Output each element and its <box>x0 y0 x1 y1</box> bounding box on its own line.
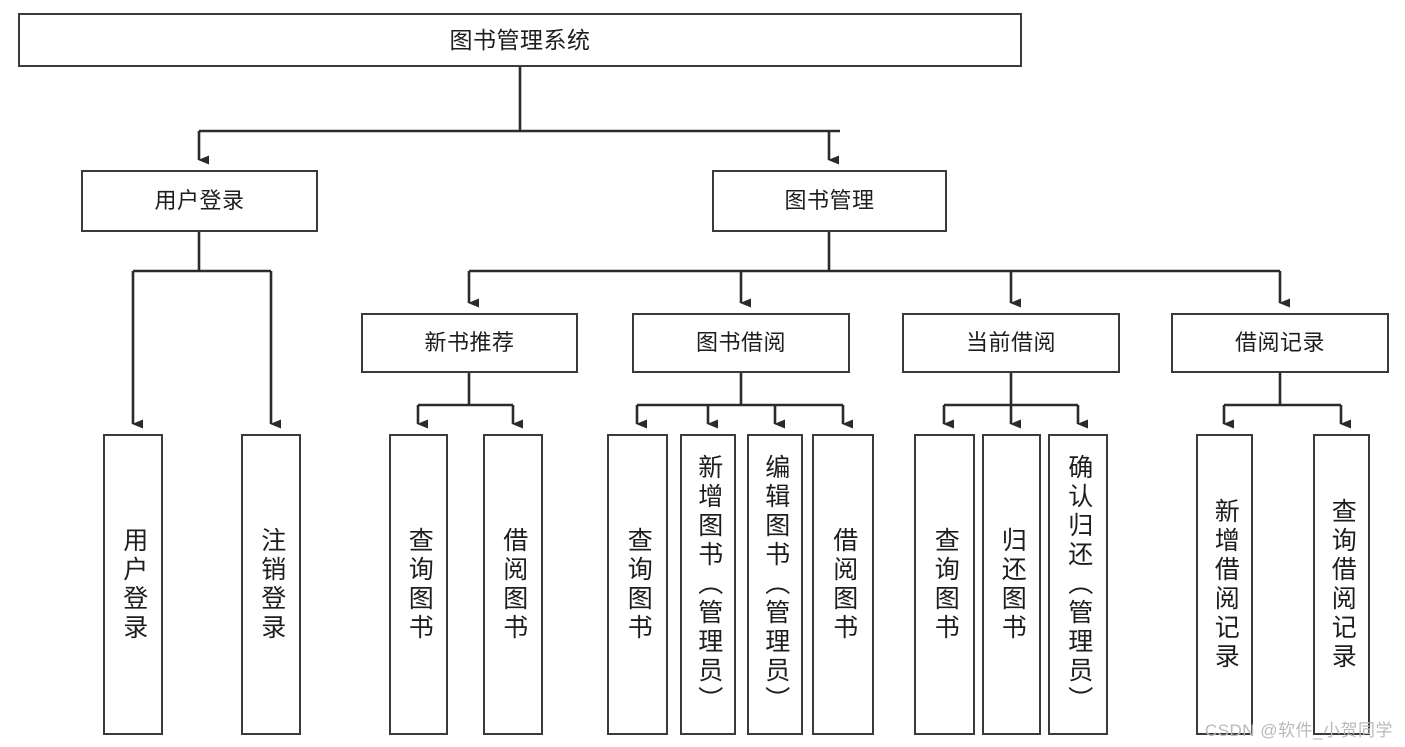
node-leaf-query-book-borrow-label: 查询图书 <box>624 526 653 643</box>
node-leaf-return-book[interactable]: 归还图书 <box>982 434 1041 735</box>
csdn-watermark: CSDN @软件_小贺同学 <box>1204 721 1393 740</box>
node-leaf-query-book-recommend-label: 查询图书 <box>405 526 434 643</box>
node-new-book-recommend[interactable]: 新书推荐 <box>361 313 578 373</box>
node-leaf-user-logout-label: 注销登录 <box>257 526 286 643</box>
node-borrow-record[interactable]: 借阅记录 <box>1171 313 1389 373</box>
node-borrow-record-label: 借阅记录 <box>1234 330 1325 356</box>
node-current-borrow-label: 当前借阅 <box>965 330 1056 356</box>
node-leaf-confirm-return-label: 确认归还（管理员） <box>1064 454 1093 715</box>
node-book-manage[interactable]: 图书管理 <box>712 170 947 232</box>
node-leaf-borrow-book[interactable]: 借阅图书 <box>812 434 874 735</box>
node-leaf-user-logout[interactable]: 注销登录 <box>241 434 301 735</box>
node-leaf-edit-book-label: 编辑图书（管理员） <box>761 454 790 715</box>
node-book-manage-label: 图书管理 <box>784 188 875 214</box>
node-book-borrow-label: 图书借阅 <box>695 330 786 356</box>
node-leaf-add-borrow-record-label: 新增借阅记录 <box>1211 497 1240 672</box>
node-leaf-user-login[interactable]: 用户登录 <box>103 434 163 735</box>
node-leaf-query-book-current-label: 查询图书 <box>931 526 960 643</box>
node-leaf-user-login-label: 用户登录 <box>119 526 148 643</box>
node-leaf-query-borrow-record-label: 查询借阅记录 <box>1328 497 1357 672</box>
node-leaf-borrow-book-recommend-label: 借阅图书 <box>499 526 528 643</box>
node-root-label: 图书管理系统 <box>449 26 591 53</box>
node-leaf-borrow-book-label: 借阅图书 <box>829 526 858 643</box>
node-user-login-label: 用户登录 <box>154 188 245 214</box>
node-leaf-edit-book[interactable]: 编辑图书（管理员） <box>747 434 803 735</box>
node-current-borrow[interactable]: 当前借阅 <box>902 313 1120 373</box>
node-new-book-recommend-label: 新书推荐 <box>424 330 515 356</box>
node-leaf-query-book-borrow[interactable]: 查询图书 <box>607 434 668 735</box>
node-book-borrow[interactable]: 图书借阅 <box>632 313 850 373</box>
node-leaf-query-book-recommend[interactable]: 查询图书 <box>389 434 448 735</box>
node-leaf-confirm-return[interactable]: 确认归还（管理员） <box>1048 434 1108 735</box>
node-leaf-borrow-book-recommend[interactable]: 借阅图书 <box>483 434 543 735</box>
node-leaf-query-book-current[interactable]: 查询图书 <box>914 434 975 735</box>
node-leaf-add-book-label: 新增图书（管理员） <box>694 454 723 715</box>
node-leaf-return-book-label: 归还图书 <box>998 526 1027 643</box>
node-leaf-add-book[interactable]: 新增图书（管理员） <box>680 434 736 735</box>
node-user-login[interactable]: 用户登录 <box>81 170 318 232</box>
node-leaf-add-borrow-record[interactable]: 新增借阅记录 <box>1196 434 1253 735</box>
node-leaf-query-borrow-record[interactable]: 查询借阅记录 <box>1313 434 1370 735</box>
node-root[interactable]: 图书管理系统 <box>18 13 1022 67</box>
